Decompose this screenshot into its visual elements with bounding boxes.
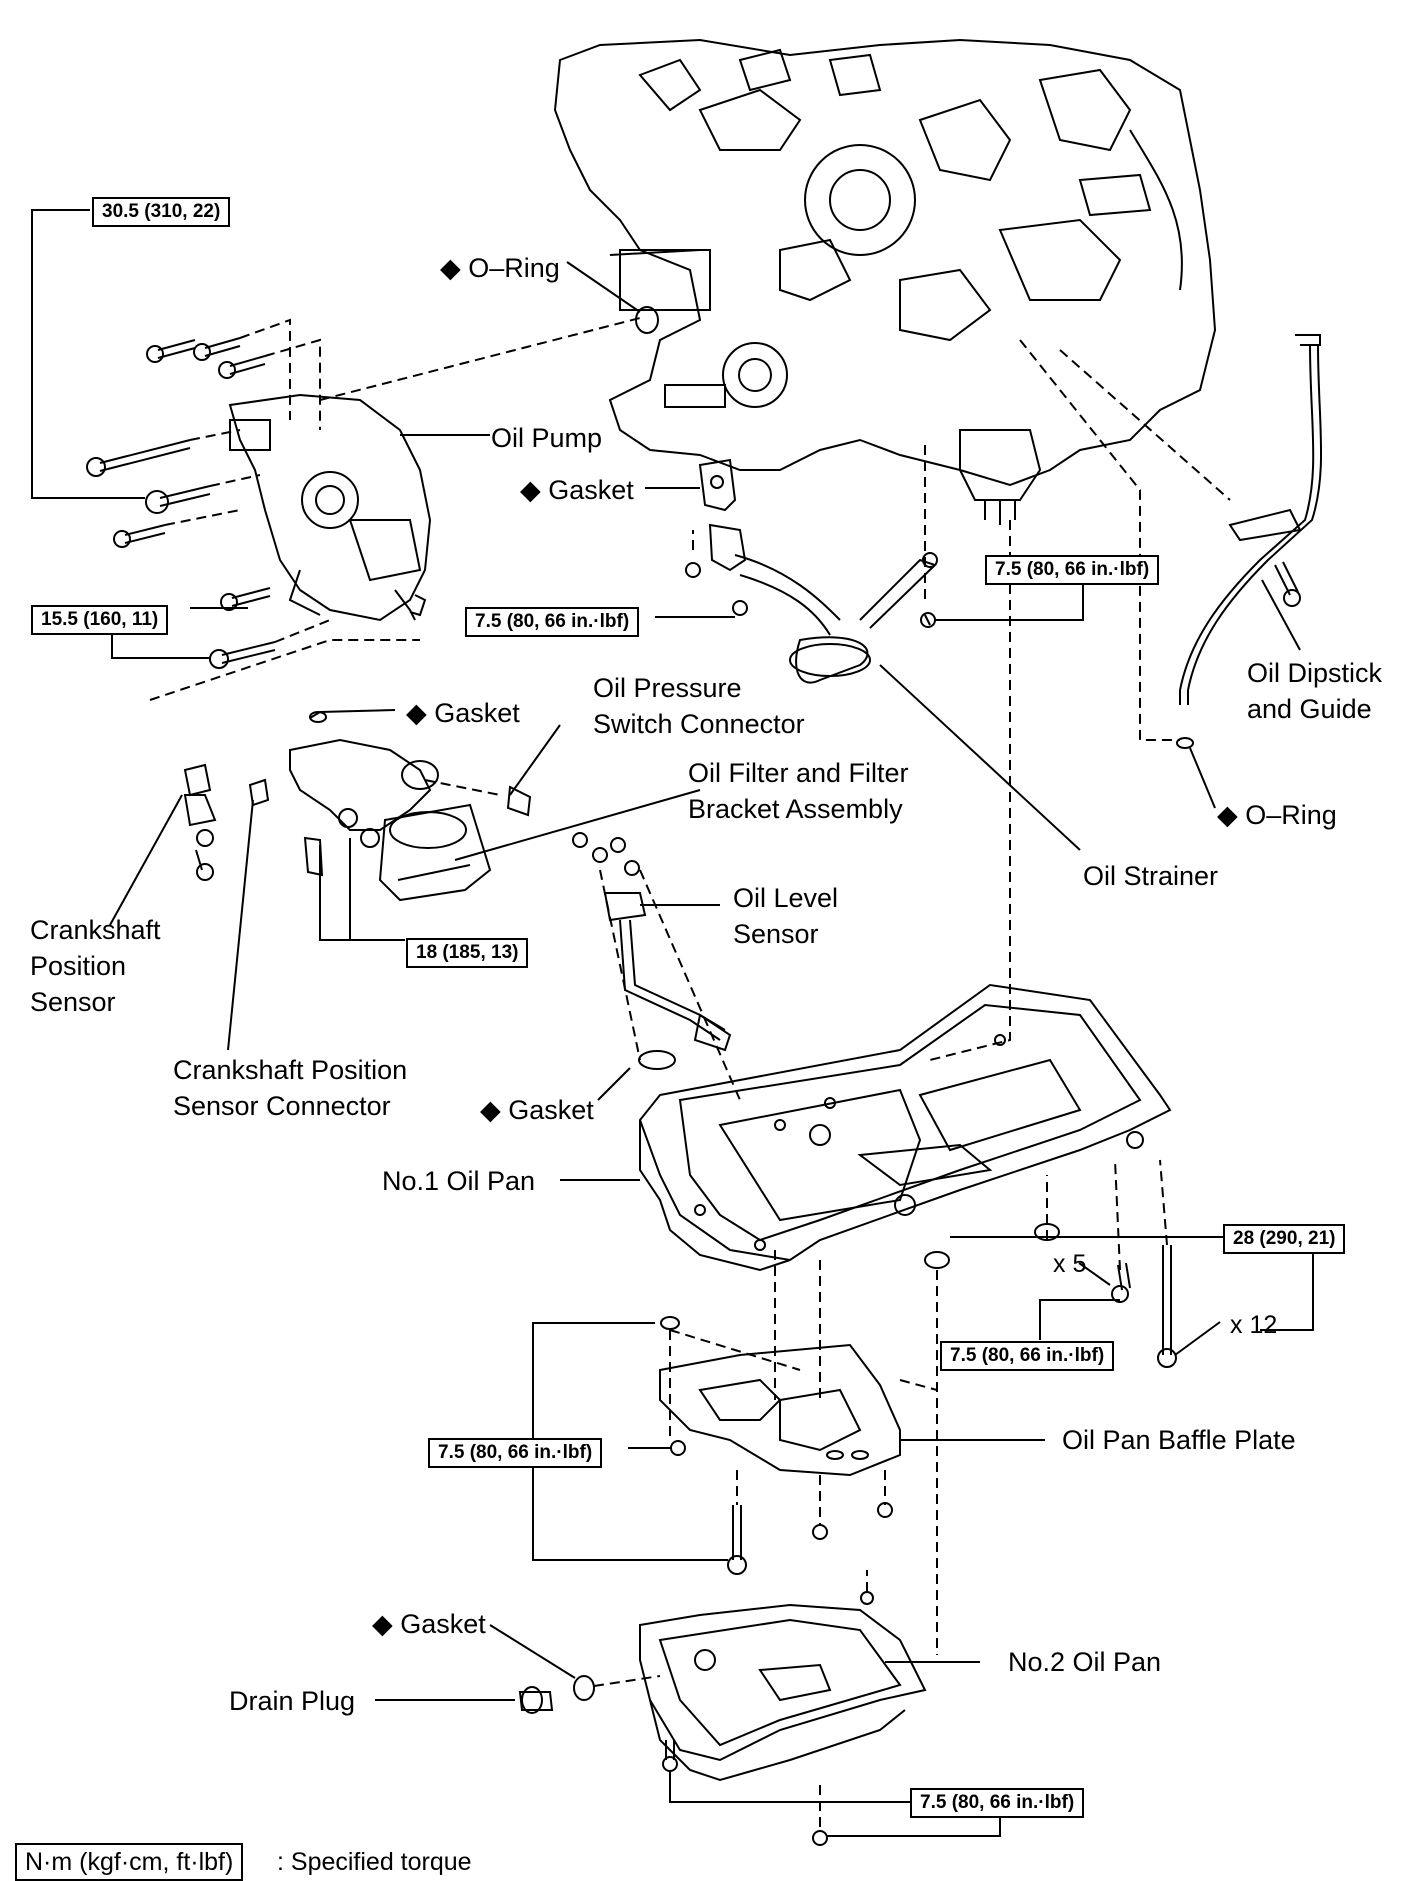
gasket-filter-label: ◆ Gasket	[406, 698, 520, 728]
crankshaft-sensor-drawing	[183, 763, 270, 881]
oil-pump-bolts-drawing	[86, 337, 276, 669]
no2-oil-pan-label: No.2 Oil Pan	[1008, 1647, 1162, 1677]
torque-pan-nuts: 28 (290, 21)	[1223, 1224, 1346, 1254]
oil-level-sensor-label: Oil Level Sensor	[733, 883, 839, 949]
o-ring-dipstick-label: ◆ O–Ring	[1217, 800, 1337, 830]
torque-filter-bracket: 18 (185, 13)	[406, 938, 529, 968]
o-ring-top-drawing	[635, 306, 659, 334]
crankshaft-position-sensor-connector-label: Crankshaft Position Sensor Connector	[173, 1055, 408, 1121]
oil-pump-drawing	[228, 393, 432, 622]
oil-strainer-label: Oil Strainer	[1083, 861, 1219, 891]
oil-pan-baffle-plate-label: Oil Pan Baffle Plate	[1062, 1425, 1296, 1455]
torque-no2-pan: 7.5 (80, 66 in.·lbf)	[910, 1788, 1085, 1818]
strainer-dashed-lines	[692, 445, 1011, 1061]
legend-torque-desc: : Specified torque	[277, 1848, 472, 1876]
drain-plug-label: Drain Plug	[229, 1686, 356, 1716]
dipstick-dashed-lines	[1019, 339, 1231, 741]
torque-strainer-nut: 7.5 (80, 66 in.·lbf)	[985, 555, 1160, 585]
torque-oil-pump-upper: 30.5 (310, 22)	[92, 197, 231, 227]
gasket-drain-label: ◆ Gasket	[372, 1609, 486, 1639]
engine-block-drawing	[553, 38, 1217, 525]
level-sensor-dashed-lines	[599, 869, 741, 1101]
torque-strainer-bolt: 7.5 (80, 66 in.·lbf)	[465, 607, 640, 637]
crankshaft-position-sensor-label: Crankshaft Position Sensor	[30, 915, 161, 1017]
oil-dipstick-drawing	[1176, 334, 1323, 749]
oil-dipstick-guide-label: Oil Dipstick and Guide	[1247, 658, 1383, 724]
drain-dashed-lines	[593, 1675, 661, 1687]
o-ring-top-label: ◆ O–Ring	[440, 253, 560, 283]
torque-pan-bolts: 7.5 (80, 66 in.·lbf)	[940, 1341, 1115, 1371]
oil-strainer-drawing	[685, 458, 938, 684]
drain-plug-drawing	[518, 1675, 595, 1714]
no1-oil-pan-label: No.1 Oil Pan	[382, 1166, 536, 1196]
legend-torque-unit: N·m (kgf·cm, ft·lbf)	[15, 1843, 244, 1881]
no2-pan-dashed-lines	[819, 1570, 868, 1832]
oil-pressure-switch-connector-label: Oil Pressure Switch Connector	[593, 673, 805, 739]
torque-baffle-plate: 7.5 (80, 66 in.·lbf)	[428, 1438, 603, 1468]
gasket-level-sensor-label: ◆ Gasket	[480, 1095, 594, 1125]
baffle-dashed-lines	[669, 1330, 938, 1525]
oil-filter-bracket-drawing	[289, 711, 532, 902]
torque-oil-pump-lower: 15.5 (160, 11)	[31, 605, 169, 635]
pan-fasteners-drawing	[1111, 1245, 1177, 1368]
oil-pump-label: Oil Pump	[491, 423, 603, 453]
gasket-strainer-label: ◆ Gasket	[520, 475, 634, 505]
multiplier-x12: x 12	[1230, 1311, 1278, 1339]
no1-oil-pan-drawing	[638, 983, 1172, 1272]
oil-filter-bracket-label: Oil Filter and Filter Bracket Assembly	[688, 758, 909, 824]
baffle-plate-drawing	[659, 1316, 901, 1575]
oil-pump-dashed-lines	[149, 317, 641, 701]
multiplier-x5: x 5	[1053, 1250, 1087, 1278]
no2-oil-pan-drawing	[639, 1591, 927, 1846]
filter-dashed-lines	[424, 779, 501, 796]
pan-dashed-lines	[669, 1159, 1168, 1655]
oil-level-sensor-drawing	[572, 832, 732, 1070]
